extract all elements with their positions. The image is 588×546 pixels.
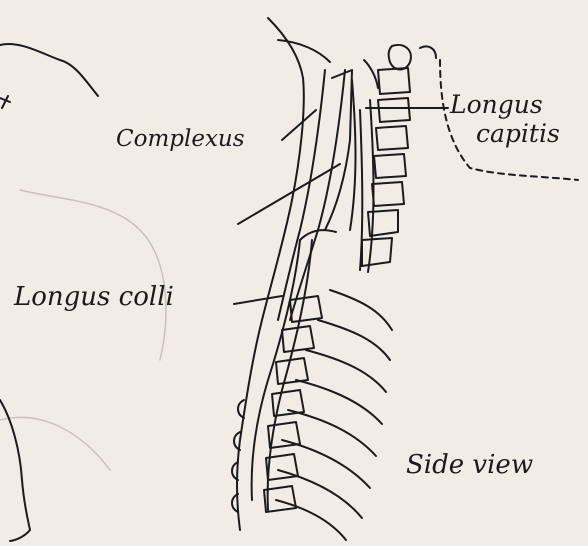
label-longus-colli: Longus colli — [14, 284, 174, 310]
complexus-muscle — [278, 70, 356, 320]
label-longus-capitis: Longus capitis — [450, 92, 560, 146]
label-longus-capitis-line1: Longus — [450, 92, 560, 117]
longus-capitis-muscle-b — [368, 100, 374, 272]
longus-colli-leader-line — [234, 296, 282, 304]
head-outline — [278, 40, 330, 62]
thoracic-vertebrae — [264, 296, 322, 512]
caption-side-view: Side view — [406, 452, 533, 478]
complexus-leader-line — [282, 110, 316, 140]
label-longus-capitis-line2: capitis — [476, 121, 560, 146]
longus-capitis-muscle — [360, 110, 362, 270]
upper-left-contour — [0, 44, 98, 96]
longus-colli-muscle-b — [268, 240, 312, 510]
label-complexus: Complexus — [116, 128, 245, 151]
small-left-mark — [0, 96, 10, 108]
faint-background-sketch — [0, 190, 166, 470]
lower-left-contour — [0, 400, 30, 541]
